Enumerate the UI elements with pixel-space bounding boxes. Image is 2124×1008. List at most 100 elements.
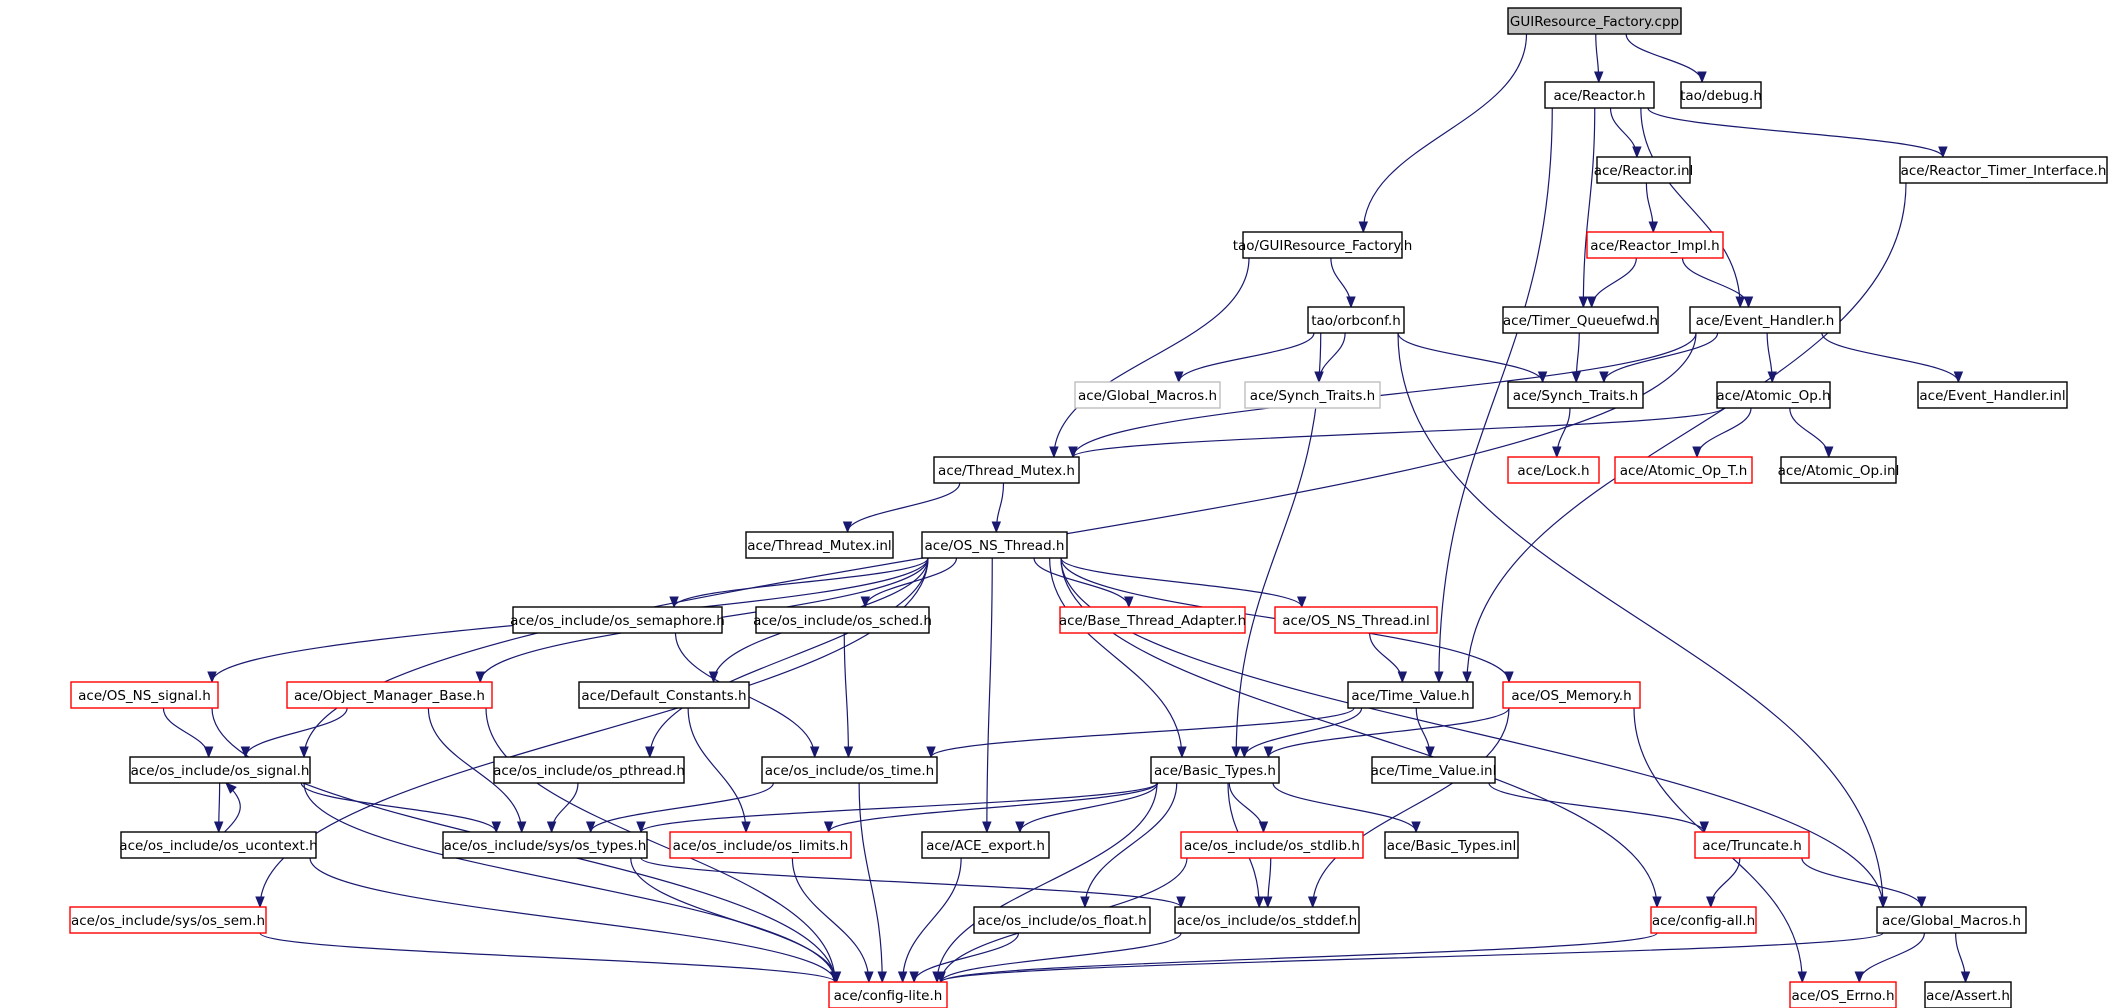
edge-arrowhead [1960,971,1971,984]
node-osnsthreadinl[interactable]: ace/OS_NS_Thread.inl [1274,606,1438,634]
node-label: ace/Basic_Types.inl [1387,838,1516,854]
edge-line [427,707,523,833]
node-tqfwd[interactable]: ace/Timer_Queuefwd.h [1502,306,1659,334]
edge-ostime-to-systypes [585,782,774,834]
node-label: ace/os_include/os_stddef.h [1177,913,1357,929]
node-label: ace/Reactor.h [1553,88,1645,104]
node-label: tao/GUIResource_Factory.h [1233,238,1413,254]
node-orbconf[interactable]: tao/orbconf.h [1307,306,1405,334]
node-osstddef[interactable]: ace/os_include/os_stddef.h [1174,906,1360,934]
node-basictypes[interactable]: ace/Basic_Types.h [1150,756,1280,784]
edge-line [1789,407,1830,458]
edge-arrowhead [475,671,485,684]
edge-orbconf-to-gm [1397,332,1888,909]
edge-line [1625,33,1703,83]
node-st[interactable]: ace/Synch_Traits.h [1507,381,1644,409]
edge-arrowhead [669,596,679,609]
edge-arrowhead [299,746,309,759]
edge-line [864,557,958,608]
node-ossem[interactable]: ace/os_include/os_semaphore.h [510,606,725,634]
edge-osnsthread-to-ossched [860,557,958,609]
node-label: ace/Atomic_Op.h [1716,388,1830,404]
node-ossignal[interactable]: ace/os_include/os_signal.h [129,756,311,784]
node-ehinl[interactable]: ace/Event_Handler.inl [1917,381,2068,409]
node-osmem[interactable]: ace/OS_Memory.h [1502,681,1641,709]
node-label: ace/Truncate.h [1702,838,1802,854]
node-box [1180,831,1364,859]
node-configlite[interactable]: ace/config-lite.h [828,981,948,1008]
node-lock[interactable]: ace/Lock.h [1507,456,1600,484]
node-reactorinl[interactable]: ace/Reactor.inl [1594,156,1694,184]
edge-arrowhead [741,821,751,834]
node-ospthread[interactable]: ace/os_include/os_pthread.h [493,756,685,784]
node-osucontext[interactable]: ace/os_include/os_ucontext.h [119,831,318,859]
node-tvinl[interactable]: ace/Time_Value.inl [1371,756,1497,784]
node-assert[interactable]: ace/Assert.h [1924,981,2012,1008]
node-oserrno[interactable]: ace/OS_Errno.h [1789,981,1897,1008]
node-defconst[interactable]: ace/Default_Constants.h [578,681,750,709]
edge-arrowhead [225,782,237,794]
edge-arrowhead [1797,971,1808,984]
node-label: ace/Global_Macros.h [1078,388,1217,404]
node-rti[interactable]: ace/Reactor_Timer_Interface.h [1899,156,2108,184]
node-osnssignal[interactable]: ace/OS_NS_signal.h [70,681,219,709]
edge-line [630,857,838,983]
node-label: ace/os_include/os_signal.h [131,763,310,779]
edge-arrowhead [207,671,217,684]
edge-line [1312,707,1510,908]
node-tmutexinl[interactable]: ace/Thread_Mutex.inl [745,531,894,559]
edge-atomic-to-aopt [1692,407,1752,459]
edge-basictypes-to-systypes [636,782,1158,834]
edge-arrowhead [860,596,871,609]
node-label: ace/OS_NS_Thread.h [925,538,1065,554]
node-omb[interactable]: ace/Object_Manager_Base.h [286,681,493,709]
node-bta[interactable]: ace/Base_Thread_Adapter.h [1059,606,1246,634]
node-btinl[interactable]: ace/Basic_Types.inl [1384,831,1519,859]
node-label: ace/Default_Constants.h [581,688,746,704]
node-aopinl[interactable]: ace/Atomic_Op.inl [1778,456,1900,484]
node-ossched[interactable]: ace/os_include/os_sched.h [753,606,932,634]
edge-arrowhead [909,971,919,984]
node-truncate[interactable]: ace/Truncate.h [1694,831,1810,859]
edge-line [1084,782,1178,908]
node-label: tao/debug.h [1680,88,1762,104]
node-timevalue[interactable]: ace/Time_Value.h [1347,681,1474,709]
node-box [1694,831,1810,859]
edge-arrowhead [1358,221,1369,234]
node-taodebug[interactable]: tao/debug.h [1680,81,1762,109]
edge-line [913,932,1020,983]
node-label: ace/os_include/os_sched.h [753,613,932,629]
edge-basictypes-to-oslimits [823,782,1158,834]
node-osstdlib[interactable]: ace/os_include/os_stdlib.h [1180,831,1364,859]
edge-arrowhead [1594,71,1604,84]
node-gm[interactable]: ace/Global_Macros.h [1876,906,2027,934]
node-tmutex[interactable]: ace/Thread_Mutex.h [933,456,1080,484]
edge-line [791,857,870,983]
node-systypes[interactable]: ace/os_include/sys/os_types.h [442,831,648,859]
node-osfloat[interactable]: ace/os_include/os_float.h [973,906,1151,934]
node-rimpl[interactable]: ace/Reactor_Impl.h [1586,231,1724,259]
edge-osmem-to-osstddef [1307,707,1510,909]
node-label: ace/Synch_Traits.h [1250,388,1375,404]
node-atomic[interactable]: ace/Atomic_Op.h [1716,381,1831,409]
node-eh[interactable]: ace/Event_Handler.h [1689,306,1841,334]
node-taoguirf[interactable]: tao/GUIResource_Factory.h [1233,231,1413,259]
node-aceexport[interactable]: ace/ACE_export.h [921,831,1050,859]
node-configall[interactable]: ace/config-all.h [1650,906,1757,934]
edge-line [1397,332,1544,383]
node-box [1150,756,1280,784]
edge-line [1603,332,1719,383]
node-oslimits[interactable]: ace/os_include/os_limits.h [669,831,852,859]
node-aopt[interactable]: ace/Atomic_Op_T.h [1614,456,1753,484]
edge-arrowhead [1706,896,1716,909]
node-syssem[interactable]: ace/os_include/sys/os_sem.h [69,906,267,934]
edge-line [1228,782,1265,833]
edge-root-to-taodebug [1625,33,1707,84]
edge-osnsthread-to-ospthread [645,557,929,759]
node-box [1899,156,2108,184]
edge-arrowhead [926,746,936,759]
node-ostime[interactable]: ace/os_include/os_time.h [761,756,938,784]
edge-aceexport-to-configlite [897,857,962,984]
node-reactor[interactable]: ace/Reactor.h [1544,81,1655,109]
node-osnsthread[interactable]: ace/OS_NS_Thread.h [921,531,1068,559]
